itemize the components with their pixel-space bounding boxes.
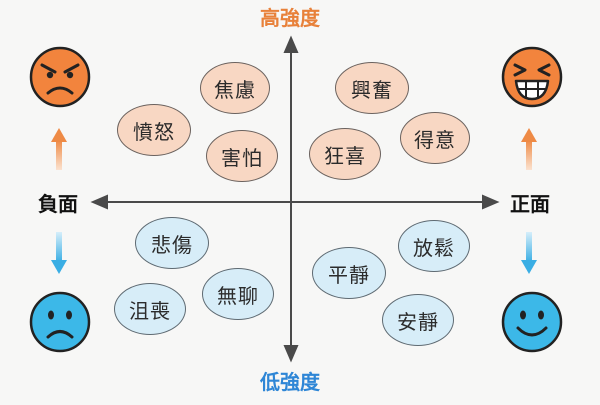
right-down-arrow [521,232,537,274]
vertical-axis-top-arrowhead [283,35,299,53]
sad-face-icon [29,291,91,353]
emotion-bubble-dejection: 沮喪 [114,283,186,335]
angry-face-icon [29,46,91,108]
emotion-bubble-excitement: 興奮 [335,62,409,114]
horizontal-axis-left-arrowhead [90,194,108,210]
left-up-arrow [51,128,67,170]
positive-label: 正面 [510,192,550,216]
right-up-arrow [521,128,537,170]
emotion-bubble-sadness: 悲傷 [135,217,209,269]
emotion-bubble-calm: 平靜 [312,247,386,299]
emotion-bubble-quiet: 安靜 [382,294,454,346]
left-down-arrow [51,232,67,274]
smiling-face-icon [501,291,563,353]
horizontal-axis-right-arrowhead [482,194,500,210]
emotion-bubble-anxiety: 焦慮 [200,62,270,114]
emotion-bubble-fear: 害怕 [206,130,278,182]
vertical-axis-bottom-arrowhead [283,345,299,363]
laughing-face-icon [501,46,563,108]
emotion-bubble-boredom: 無聊 [202,268,274,320]
emotion-bubble-relaxed: 放鬆 [398,220,470,272]
emotion-bubble-ecstasy: 狂喜 [309,128,381,180]
emotion-bubble-pride: 得意 [400,112,470,164]
emotion-bubble-anger: 憤怒 [117,104,191,156]
low-intensity-label: 低強度 [260,370,320,394]
high-intensity-label: 高強度 [260,6,320,30]
negative-label: 負面 [38,192,78,216]
